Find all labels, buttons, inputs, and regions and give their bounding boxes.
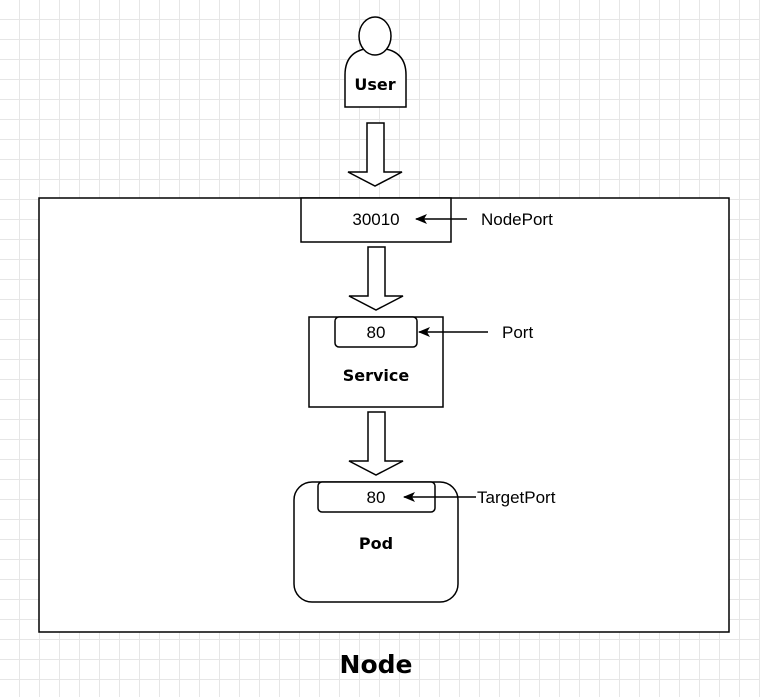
pod-label: Pod	[359, 534, 393, 553]
user-actor-icon	[344, 16, 407, 108]
service-port-label: Port	[502, 323, 533, 342]
service-port-value: 80	[367, 323, 386, 342]
flow-arrow-nodeport-to-service	[348, 246, 404, 311]
nodeport-value: 30010	[352, 210, 399, 229]
flow-arrow-service-to-pod	[348, 411, 404, 476]
nodeport-label: NodePort	[481, 210, 553, 229]
flow-arrow-user-to-nodeport	[347, 122, 403, 187]
node-label: Node	[340, 650, 413, 679]
pod-port-value: 80	[367, 488, 386, 507]
user-label: User	[354, 75, 395, 94]
service-port-box	[334, 316, 418, 348]
service-label: Service	[343, 366, 410, 385]
pod-targetport-label: TargetPort	[477, 488, 556, 507]
